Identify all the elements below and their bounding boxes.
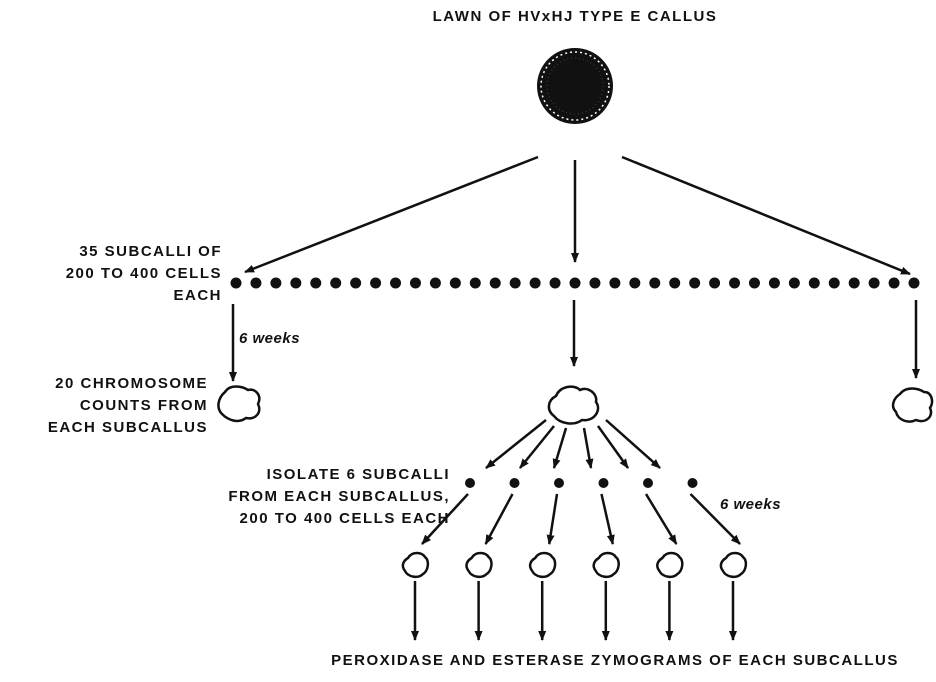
fan-arrow [486,420,546,468]
small-callus [657,553,682,577]
isolate-label-line-2: FROM EACH SUBCALLUS, [0,486,450,508]
subcallus-dot [270,278,281,289]
zymogram-label: PEROXIDASE AND ESTERASE ZYMOGRAMS OF EAC… [300,650,930,672]
subcallus-dot [570,278,581,289]
subcallus-dot [310,278,321,289]
isolate-dot [599,478,609,488]
subcallus-dot [889,278,900,289]
isolate-growth-arrows [422,494,740,544]
growth-arrow [646,494,676,544]
small-calli [403,553,746,577]
subcalli-label-line-3: EACH [0,285,222,307]
small-callus [594,553,619,577]
subcallus-dot [450,278,461,289]
subcallus-dot [350,278,361,289]
subcallus-dot [390,278,401,289]
subcallus-dot [550,278,561,289]
isolate-dot [643,478,653,488]
subcalli-label: 35 SUBCALLI OF 200 TO 400 CELLS EACH [0,241,222,307]
subcallus-dot [789,278,800,289]
subcallus-dot [470,278,481,289]
subcallus-dot [530,278,541,289]
subcallus-dot [909,278,920,289]
subcallus-dot [669,278,680,289]
subcallus-dot [749,278,760,289]
arrow-lawn-right [622,157,910,274]
subcallus-dot [250,278,261,289]
fan-arrow [554,428,566,468]
isolate-label-line-3: 200 TO 400 CELLS EACH [0,508,450,530]
subcallus-dot [430,278,441,289]
small-callus [466,553,491,577]
isolate-label: ISOLATE 6 SUBCALLI FROM EACH SUBCALLUS, … [0,464,450,530]
subcallus-dot [490,278,501,289]
duration-label-2: 6 weeks [720,494,781,516]
subcallus-dot [849,278,860,289]
growth-arrow [486,494,513,544]
subcalli-label-line-2: 200 TO 400 CELLS [0,263,222,285]
callus-center [549,387,598,424]
callus-right [893,389,932,422]
duration-label-1: 6 weeks [239,328,300,350]
fan-arrow [520,426,554,468]
subcallus-dot [729,278,740,289]
isolate-dot [465,478,475,488]
fan-arrow [598,426,628,468]
isolate-arrows [486,420,660,468]
isolate-dot [688,478,698,488]
subcallus-dot [709,278,720,289]
subcallus-dot [231,278,242,289]
subcalli-label-line-1: 35 SUBCALLI OF [0,241,222,263]
subcallus-dot [330,278,341,289]
fan-arrow [606,420,660,468]
subcallus-dot [510,278,521,289]
isolate-dot [510,478,520,488]
subcallus-dot [769,278,780,289]
small-callus [721,553,746,577]
diagram-title: LAWN OF HVxHJ TYPE E CALLUS [360,6,790,28]
subcallus-dot [609,278,620,289]
growth-arrow [549,494,557,544]
fan-arrow [584,428,591,468]
subcallus-dot [689,278,700,289]
subcallus-dot [370,278,381,289]
isolate-label-line-1: ISOLATE 6 SUBCALLI [0,464,450,486]
isolate-dot [554,478,564,488]
chromosome-label-line-1: 20 CHROMOSOME [0,373,208,395]
isolate-dots [465,478,698,488]
subcallus-dot [809,278,820,289]
subcallus-dot [589,278,600,289]
callus-lawn [537,48,613,124]
small-callus [403,553,428,577]
subcallus-dot [829,278,840,289]
chromosome-label-line-3: EACH SUBCALLUS [0,417,208,439]
subcallus-dot [410,278,421,289]
chromosome-label-line-2: COUNTS FROM [0,395,208,417]
subcallus-dot [629,278,640,289]
subcalli-row [231,278,920,289]
zymogram-arrows [415,581,733,640]
growth-arrow [602,494,613,544]
subcallus-dot [869,278,880,289]
subcallus-dot [649,278,660,289]
chromosome-label: 20 CHROMOSOME COUNTS FROM EACH SUBCALLUS [0,373,208,439]
subcallus-dot [290,278,301,289]
small-callus [530,553,555,577]
callus-left [218,387,259,421]
arrow-lawn-left [245,157,538,272]
